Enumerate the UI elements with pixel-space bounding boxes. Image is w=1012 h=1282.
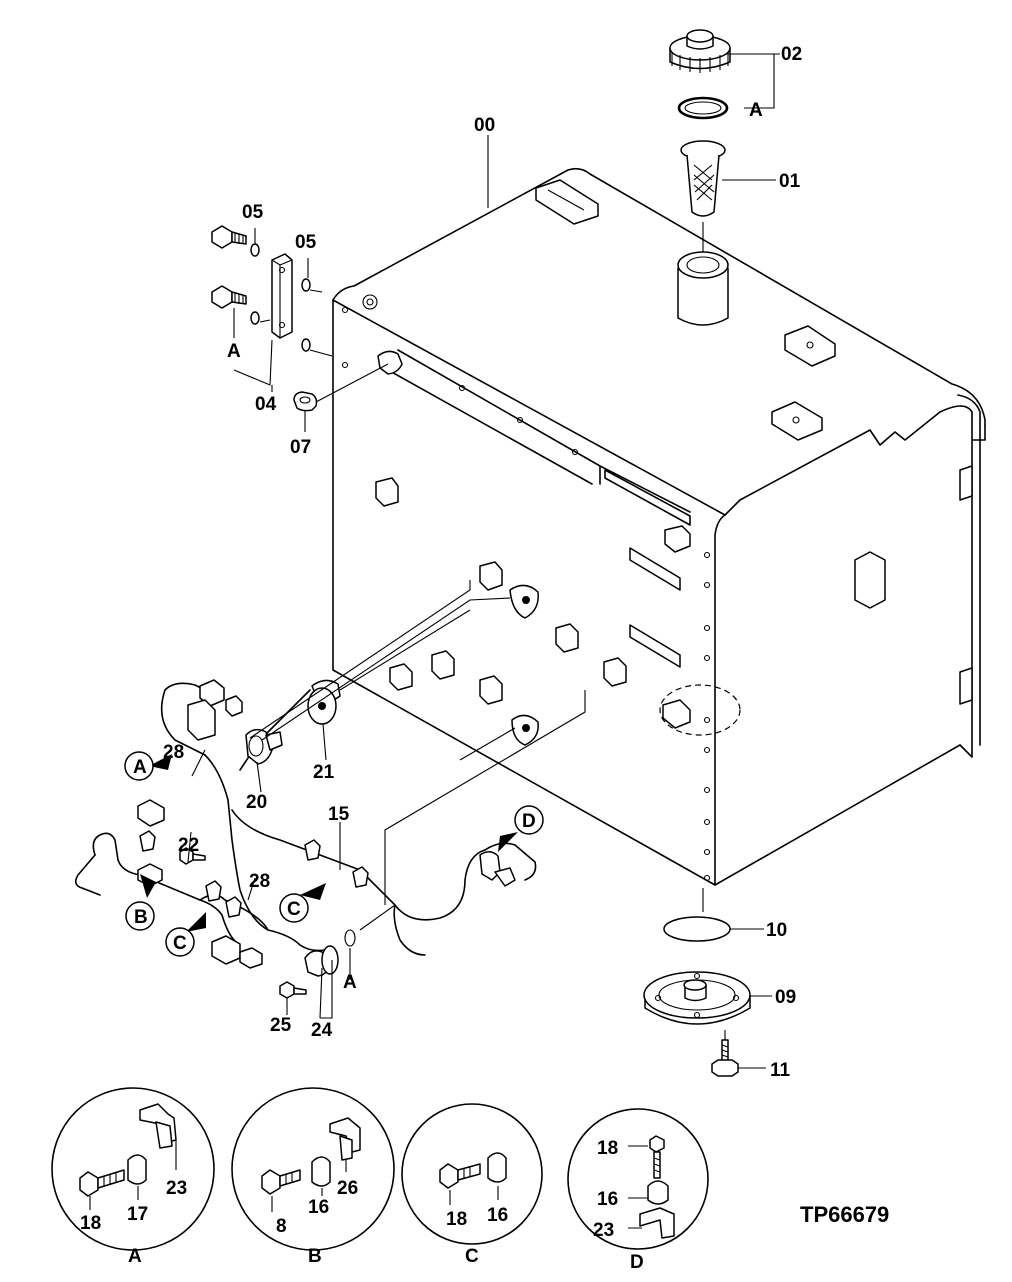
detail-a-letter: A — [128, 1246, 142, 1267]
detail-b: 8 16 26 B — [231, 1087, 395, 1267]
label-20: 20 — [246, 792, 267, 813]
detail-d-letter: D — [630, 1252, 644, 1273]
detail-views: 18 17 23 A 8 16 26 B 18 — [51, 1087, 709, 1273]
detail-a-part-23: 23 — [166, 1178, 187, 1199]
label-a-cap: A — [749, 100, 763, 121]
detail-a: 18 17 23 A — [51, 1087, 215, 1267]
label-07: 07 — [290, 437, 311, 458]
label-a-wire: A — [343, 972, 357, 993]
label-05-right: 05 — [295, 232, 317, 253]
bubble-c-right: C — [287, 899, 301, 920]
reference-bubbles: A B C C D — [124, 751, 544, 957]
detail-d-part-16: 16 — [597, 1189, 618, 1210]
label-00: 00 — [474, 115, 495, 136]
callout-labels: 00 02 A 01 05 05 A 04 07 28 21 20 15 22 … — [163, 44, 802, 1081]
label-25: 25 — [270, 1015, 292, 1036]
drawing-id: TP66679 — [800, 1202, 889, 1227]
detail-d-part-23: 23 — [593, 1220, 614, 1241]
detail-a-part-17: 17 — [127, 1204, 148, 1225]
label-01: 01 — [779, 171, 801, 192]
detail-c-part-18: 18 — [446, 1209, 467, 1230]
label-21: 21 — [313, 762, 335, 783]
bubble-c-left: C — [173, 933, 187, 954]
label-15: 15 — [328, 804, 350, 825]
label-22: 22 — [178, 835, 199, 856]
detail-b-letter: B — [308, 1246, 322, 1267]
detail-a-part-18: 18 — [80, 1213, 101, 1234]
label-10: 10 — [766, 920, 787, 941]
bubble-b: B — [134, 907, 148, 928]
detail-b-part-26: 26 — [337, 1178, 358, 1199]
detail-c: 18 16 C — [401, 1103, 543, 1267]
detail-d: 18 16 23 D — [567, 1108, 709, 1273]
wire-harness — [74, 580, 586, 999]
detail-b-part-8: 8 — [276, 1216, 287, 1237]
label-05-left: 05 — [242, 202, 264, 223]
mounting-hardware — [211, 225, 403, 432]
detail-b-part-16: 16 — [308, 1197, 329, 1218]
label-24: 24 — [311, 1020, 333, 1041]
label-28-top: 28 — [163, 742, 184, 763]
detail-c-part-16: 16 — [487, 1205, 508, 1226]
bubble-a: A — [133, 757, 147, 778]
filler-cap-assembly — [669, 29, 731, 252]
label-02: 02 — [781, 44, 802, 65]
callout-leaders — [140, 53, 780, 1069]
label-04: 04 — [255, 394, 277, 415]
label-28-bottom: 28 — [249, 871, 270, 892]
bubble-d: D — [522, 811, 536, 832]
label-09: 09 — [775, 987, 796, 1008]
hydraulic-tank — [332, 167, 986, 886]
detail-d-part-18: 18 — [597, 1138, 618, 1159]
label-a-bracket: A — [227, 341, 241, 362]
label-11: 11 — [770, 1060, 791, 1081]
detail-c-letter: C — [465, 1246, 479, 1267]
bottom-cover-assembly — [643, 888, 751, 1077]
